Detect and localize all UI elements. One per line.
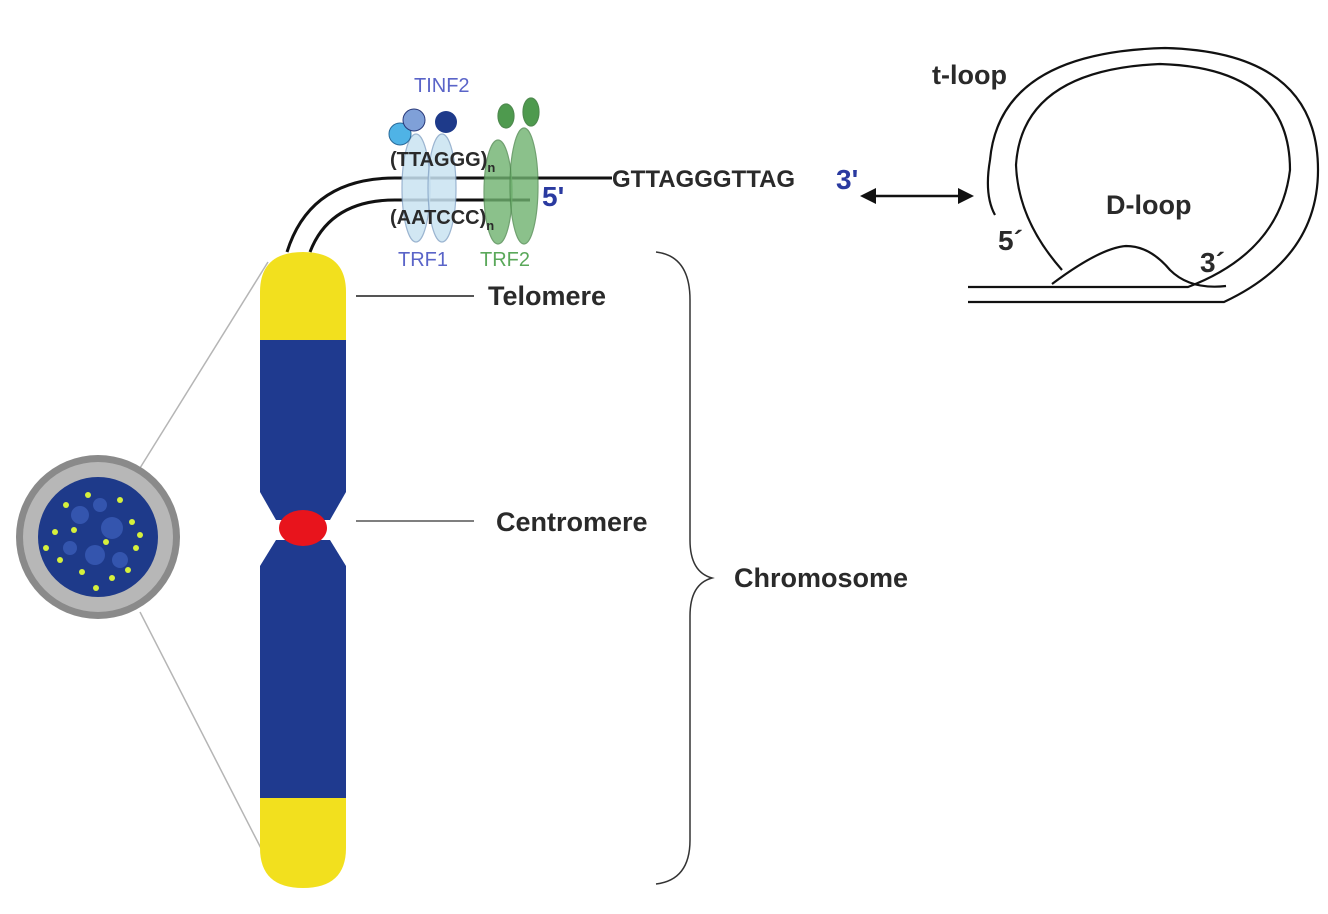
chromosome-label: Chromosome	[734, 563, 908, 593]
overhang-sequence: GTTAGGGTTAG	[612, 166, 795, 193]
loop-five-prime-label: 5´	[998, 225, 1023, 256]
strand-bottom-label: (AATCCC)n	[390, 207, 494, 233]
trf1-protein-b	[427, 133, 457, 243]
loop-three-prime-label: 3´	[1200, 247, 1225, 278]
chromosome-brace	[655, 251, 715, 885]
strand-top-label: (TTAGGG)n	[390, 149, 495, 175]
tinf2-ball-light	[402, 108, 426, 132]
chromosome-arm-upper	[260, 340, 346, 520]
t-loop-label: t-loop	[932, 60, 1007, 90]
trf2-head-b	[522, 97, 540, 127]
tinf2-ball-dark	[435, 111, 457, 133]
t-loop-outer-strand	[968, 46, 1320, 304]
trf2-proteins	[483, 97, 540, 245]
trf2-label: TRF2	[480, 249, 530, 271]
t-loop-inner-strand	[968, 62, 1292, 289]
centromere-label: Centromere	[496, 507, 648, 537]
three-prime-end-label: 3'	[836, 164, 858, 195]
chromosome-arm-lower	[260, 540, 346, 800]
tinf2-proteins	[388, 108, 457, 146]
d-loop-invading-strand	[1051, 244, 1227, 288]
trf2-protein-b	[509, 127, 539, 245]
zoom-line-top	[139, 261, 269, 469]
tinf2-ball-cyan	[388, 122, 412, 146]
equivalence-arrow	[860, 188, 974, 204]
t-loop-structure	[968, 46, 1320, 304]
dna-strand-bottom	[308, 198, 530, 253]
five-prime-end-label: 5'	[542, 181, 564, 212]
telomere-cap-bottom	[260, 798, 346, 888]
chromatin-texture	[63, 498, 128, 568]
trf1-label: TRF1	[398, 249, 448, 271]
trf1-proteins	[401, 133, 457, 243]
telomere-label: Telomere	[488, 281, 606, 311]
zoom-line-bottom	[139, 611, 269, 863]
tinf2-label: TINF2	[414, 75, 470, 97]
trf2-head-a	[497, 103, 515, 129]
nucleus-dots	[43, 492, 143, 591]
centromere-mark	[279, 510, 327, 546]
d-loop-label: D-loop	[1106, 190, 1191, 220]
dna-strand-top	[285, 176, 612, 253]
telomere-cap-top	[260, 252, 346, 342]
cell-nucleus	[16, 455, 180, 619]
chromosome	[260, 252, 346, 888]
